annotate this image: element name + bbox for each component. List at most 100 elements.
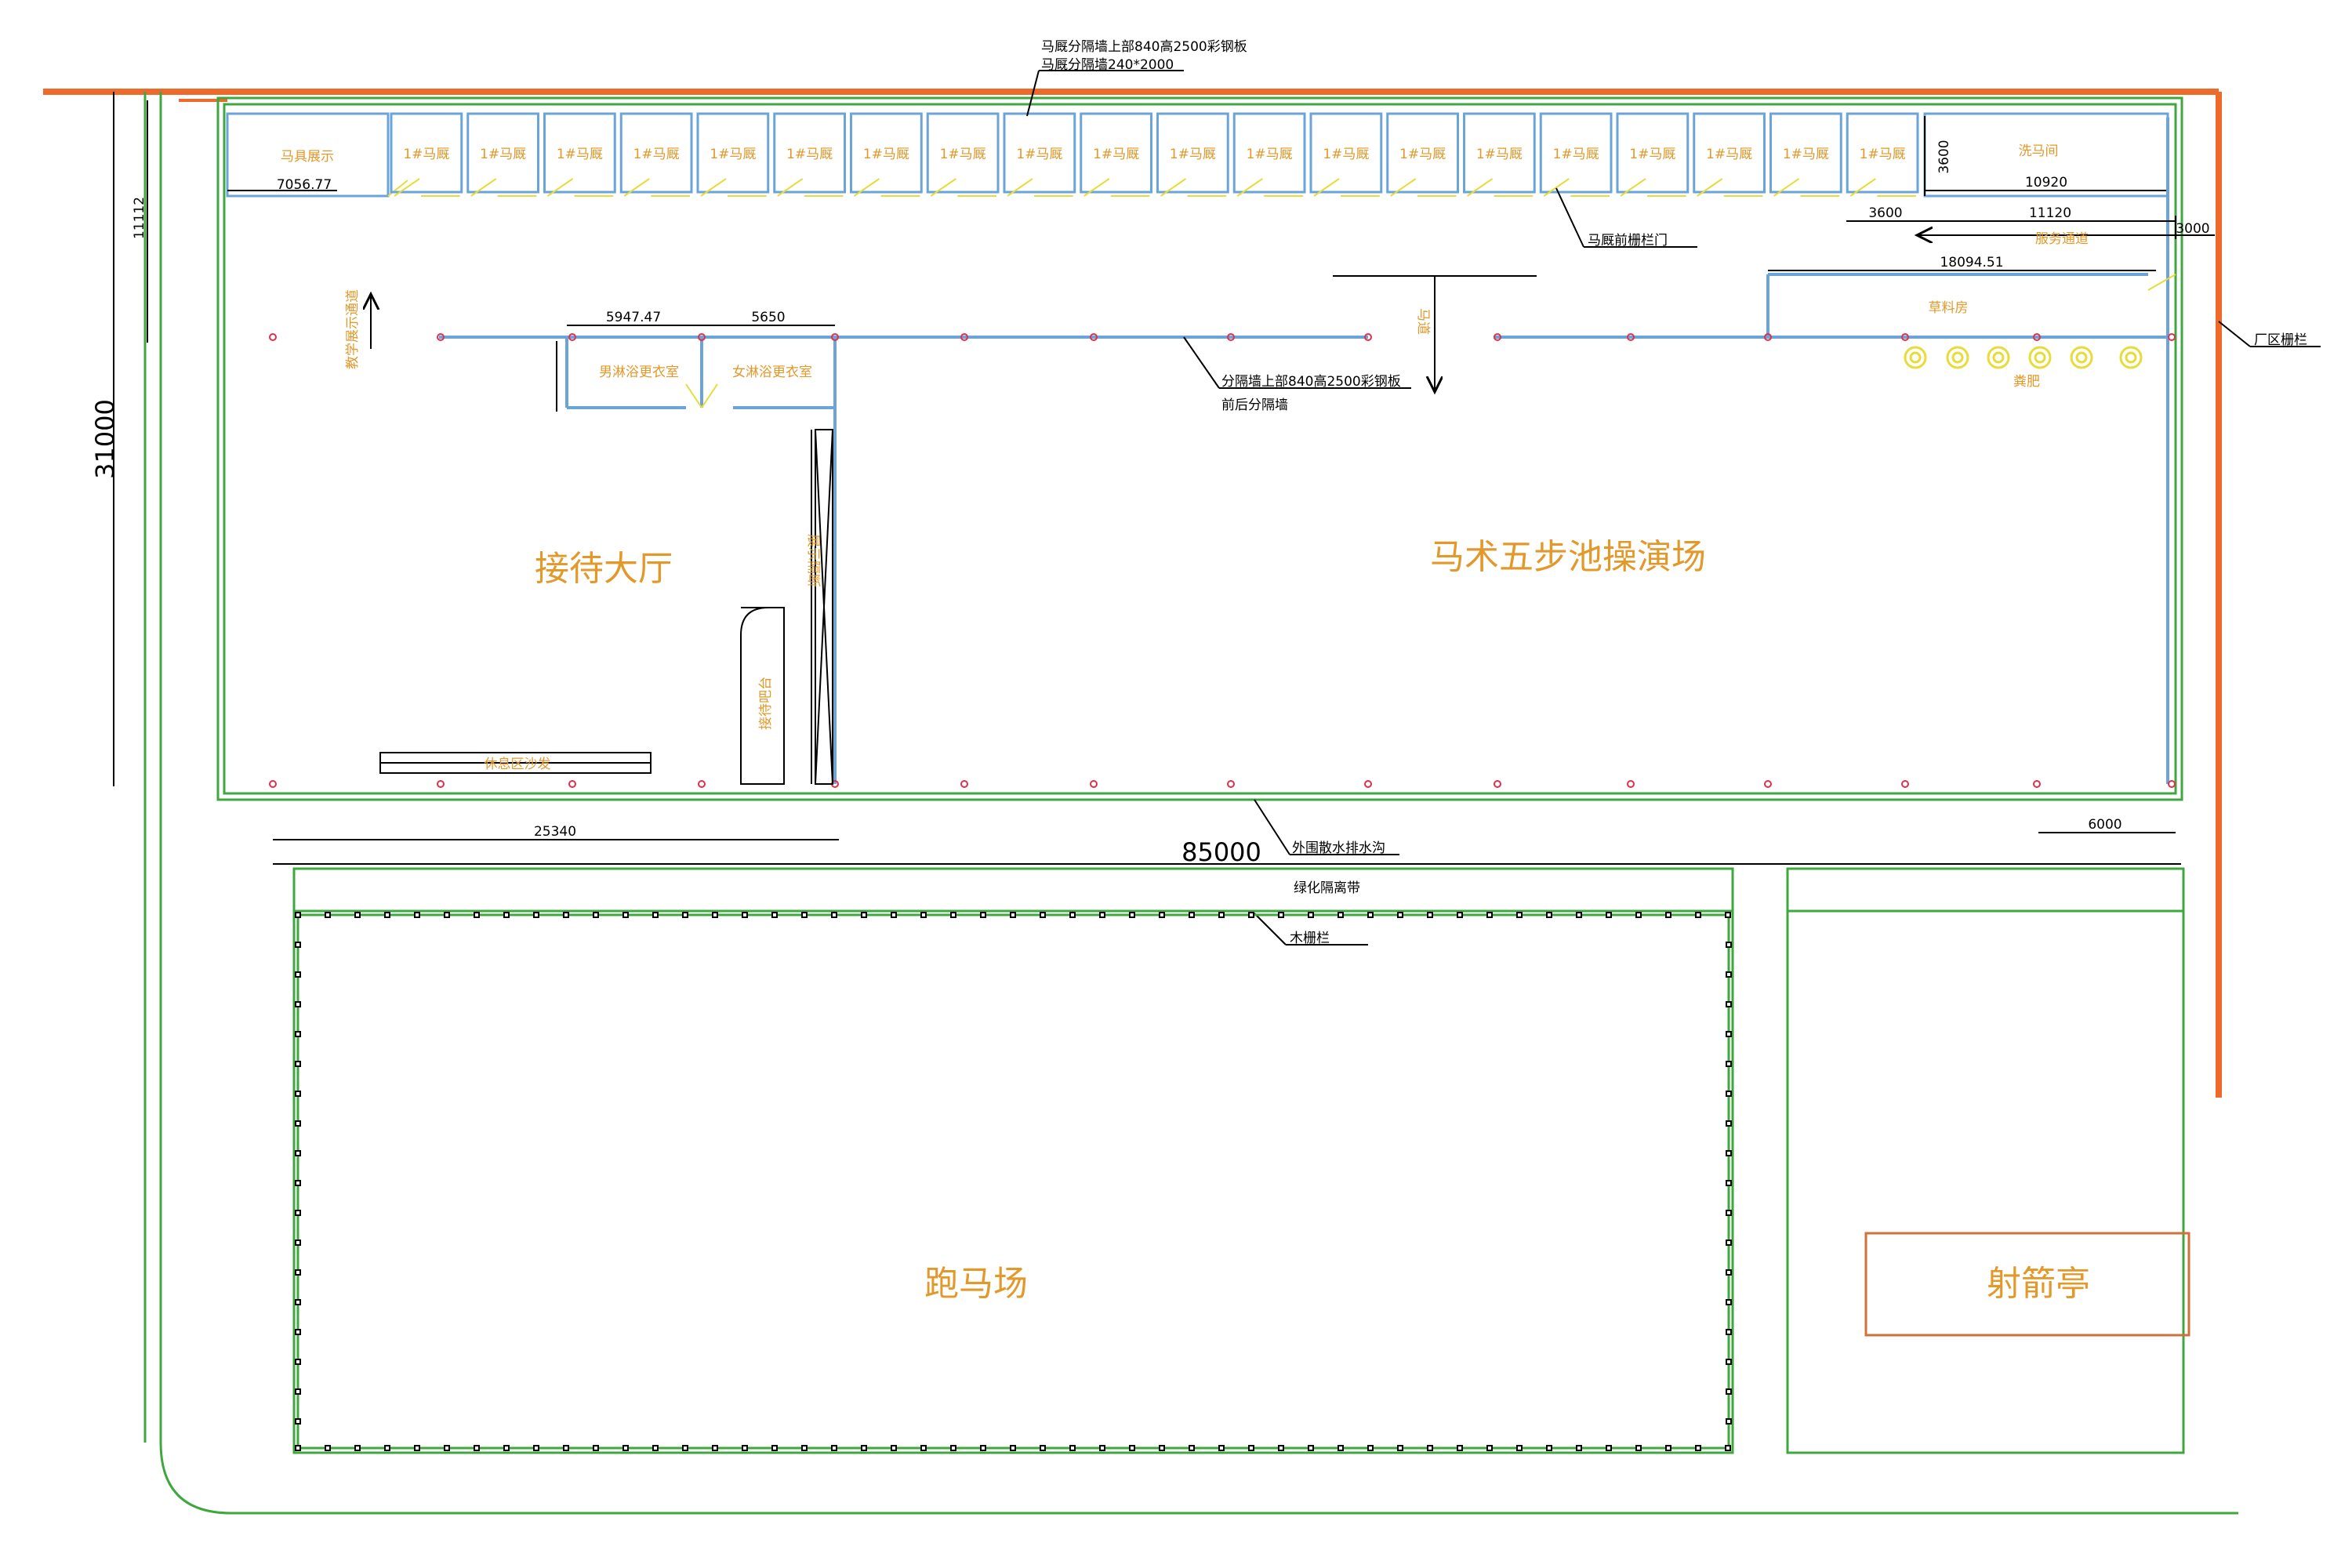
fence-post (1726, 1150, 1732, 1156)
manure-bin-inner (2125, 351, 2137, 364)
fence-post (771, 1445, 778, 1451)
fence-post (950, 1445, 956, 1451)
fence-post (1726, 1269, 1732, 1276)
column-marker (1090, 333, 1098, 341)
stall-label: 1#马厩 (480, 147, 526, 162)
fence-post (1726, 1031, 1732, 1037)
column-marker (1227, 780, 1235, 788)
dim-wash-width: 10920 (2025, 175, 2067, 191)
racecourse-label: 跑马场 (924, 1264, 1028, 1304)
fence-post (801, 1445, 808, 1451)
factory-fence-note: 厂区栅栏 (2254, 332, 2307, 348)
stall-label: 1#马厩 (1553, 147, 1599, 162)
fence-post (593, 912, 599, 918)
stall-label: 1#马厩 (1399, 147, 1446, 162)
dim-overall-height: 31000 (90, 399, 120, 479)
stall: 1#马厩 (773, 112, 846, 197)
fence-post (1308, 1445, 1314, 1451)
fence-post (1725, 912, 1731, 918)
column-marker (960, 333, 968, 341)
fence-post (1159, 1445, 1165, 1451)
stall-label: 1#马厩 (710, 147, 756, 162)
dim-aisle-3: 3000 (2176, 221, 2209, 237)
drainage-note: 外围散水排水沟 (1292, 840, 1385, 856)
fence-post (444, 1445, 450, 1451)
fence-post (1248, 1445, 1254, 1451)
stall-label: 1#马厩 (1706, 147, 1752, 162)
manure-bin (2119, 346, 2143, 369)
fence-post (742, 912, 748, 918)
interior-walls (439, 118, 2169, 784)
dim-male-room: 5947.47 (606, 310, 661, 325)
stall-label: 1#马厩 (1016, 147, 1062, 162)
fence-post (503, 912, 510, 918)
dim-stall-row-depth: 3600 (1936, 140, 1952, 173)
fence-post (295, 971, 301, 978)
service-aisle-label: 服务通道 (2035, 231, 2089, 247)
stall: 1#马厩 (1003, 112, 1076, 197)
column-marker (1627, 780, 1635, 788)
manure-bin-inner (1992, 351, 2005, 364)
fence-post (533, 912, 539, 918)
fence-post (1099, 912, 1105, 918)
annotation-leaders (1026, 70, 2321, 946)
fence-post (295, 942, 301, 948)
fence-post (444, 912, 450, 918)
fence-post (682, 1445, 688, 1451)
fence-post (1427, 912, 1433, 918)
dim-hall-width: 25340 (534, 824, 576, 840)
fence-post (1248, 912, 1254, 918)
column-marker (1090, 780, 1098, 788)
fence-post (1338, 1445, 1344, 1451)
fence-post (1486, 912, 1493, 918)
fence-post (1726, 1388, 1732, 1395)
fence-post (1546, 1445, 1552, 1451)
fence-post (712, 1445, 718, 1451)
stall: 1#马厩 (390, 112, 463, 197)
column-marker (2033, 333, 2041, 341)
shower-rooms: 男淋浴更衣室 女淋浴更衣室 5947.47 5650 (556, 310, 835, 412)
fence-post (295, 1150, 301, 1156)
fence-post (742, 1445, 748, 1451)
stall: 1#马厩 (1156, 112, 1229, 197)
column-marker (2168, 333, 2176, 341)
tack-display-room: 马具展示 (226, 112, 408, 198)
stall-label: 1#马厩 (1476, 147, 1523, 162)
site-boundary (143, 92, 2238, 1515)
horse-wash-label: 洗马间 (2019, 143, 2059, 159)
fence-post (384, 1445, 390, 1451)
fence-post (1308, 912, 1314, 918)
fence-post (474, 912, 480, 918)
stall: 1#马厩 (696, 112, 770, 197)
fence-post (1040, 1445, 1046, 1451)
stall: 1#马厩 (543, 112, 616, 197)
fence-post (1129, 912, 1135, 918)
fence-post (891, 1445, 897, 1451)
dim-right-bay: 6000 (2088, 817, 2122, 833)
display-partition (815, 429, 833, 785)
fence-post (831, 1445, 837, 1451)
stall-label: 1#马厩 (786, 147, 833, 162)
stall-label: 1#马厩 (1093, 147, 1139, 162)
dim-aisle-1: 3600 (1868, 205, 1902, 221)
dim-tack-width: 7056.77 (277, 177, 332, 193)
fence-post (1726, 1359, 1732, 1365)
fence-post (1695, 912, 1701, 918)
dim-stall-depth: 11112 (132, 197, 147, 239)
stall-label: 1#马厩 (1783, 147, 1829, 162)
fence-post (1218, 912, 1225, 918)
archery-pavilion-label: 射箭亭 (1987, 1264, 2090, 1304)
fence-post (682, 912, 688, 918)
stall-label: 1#马厩 (1247, 147, 1293, 162)
tack-display-label: 马具展示 (281, 149, 334, 165)
fence-post (1726, 1091, 1732, 1097)
column-marker (698, 780, 706, 788)
dim-overall-width: 85000 (1181, 837, 1261, 867)
columns (269, 333, 2176, 788)
fence-post (474, 1445, 480, 1451)
fence-post (1726, 1180, 1732, 1186)
overall-dims (113, 92, 2181, 865)
fence-post (1635, 1445, 1642, 1451)
male-shower-label: 男淋浴更衣室 (599, 365, 679, 380)
stall-wall-top-note: 马厩分隔墙上部840高2500彩钢板 (1041, 39, 1247, 55)
